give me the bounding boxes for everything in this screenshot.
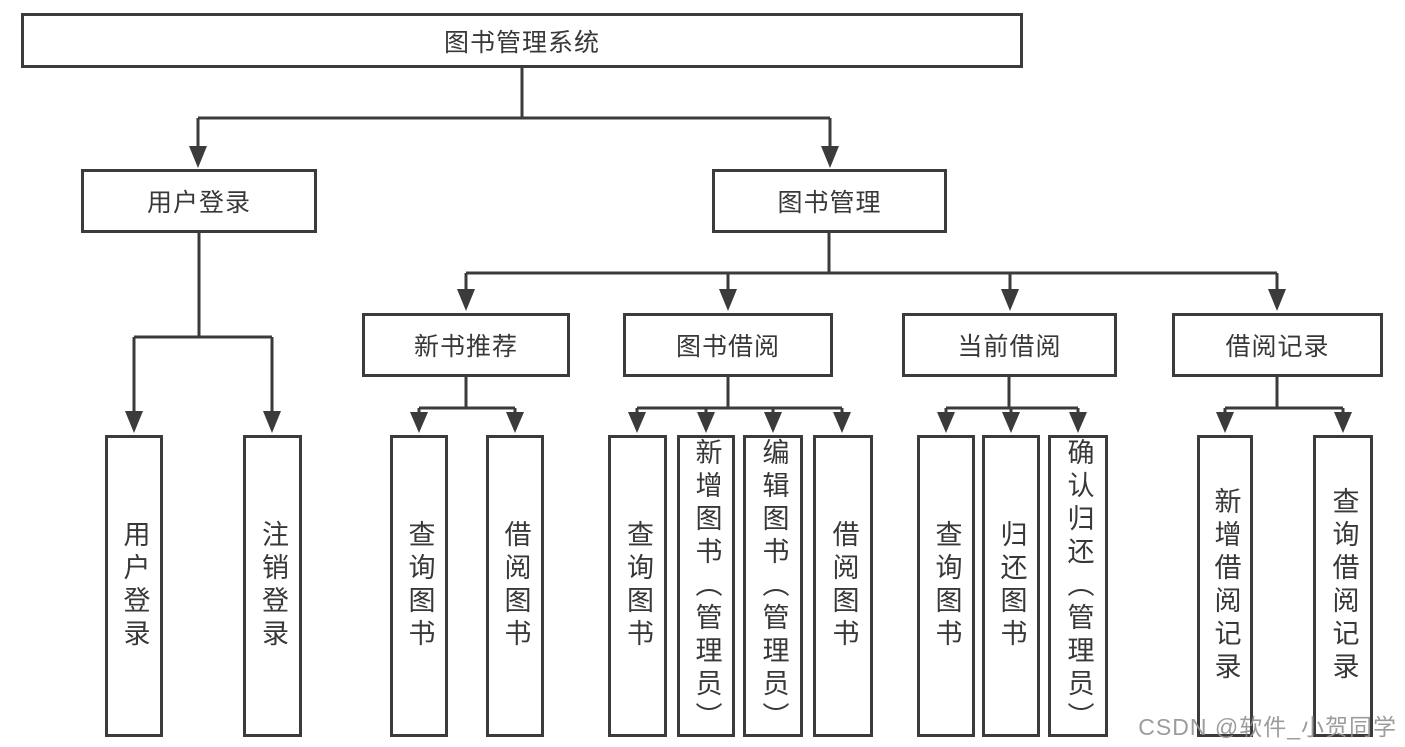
connector-new-book-recommend-branch xyxy=(410,377,524,433)
node-book-borrow: 图书借阅 xyxy=(623,313,833,377)
leaf-label: 确认归还（管理员） xyxy=(1063,437,1094,735)
leaf-label: 新增图书（管理员） xyxy=(691,437,722,735)
node-leaf-user-login: 用户登录 xyxy=(105,435,163,737)
node-user-login: 用户登录 xyxy=(81,169,317,233)
leaf-label: 注销登录 xyxy=(258,520,288,652)
node-leaf-logout: 注销登录 xyxy=(243,435,302,737)
node-root: 图书管理系统 xyxy=(21,13,1023,68)
node-leaf-query-books-borrow: 查询图书 xyxy=(608,435,667,737)
connector-book-borrow-branch xyxy=(628,377,851,433)
connector-current-borrow-branch xyxy=(937,377,1087,433)
leaf-label: 新增借阅记录 xyxy=(1210,487,1241,685)
connector-book-management-branch xyxy=(457,233,1286,311)
leaf-label: 归还图书 xyxy=(996,520,1027,652)
node-borrow-records: 借阅记录 xyxy=(1172,313,1383,377)
leaf-label: 借阅图书 xyxy=(828,520,859,652)
leaf-label: 查询借阅记录 xyxy=(1328,487,1359,685)
node-current-borrow-label: 当前借阅 xyxy=(957,333,1062,361)
node-borrow-records-label: 借阅记录 xyxy=(1225,333,1330,361)
node-leaf-borrow-books: 借阅图书 xyxy=(813,435,873,737)
leaf-label: 借阅图书 xyxy=(500,520,531,652)
node-user-login-label: 用户登录 xyxy=(146,189,251,217)
node-book-management: 图书管理 xyxy=(712,169,947,233)
node-leaf-return-books: 归还图书 xyxy=(982,435,1040,737)
node-new-book-recommend-label: 新书推荐 xyxy=(413,333,518,361)
node-new-book-recommend: 新书推荐 xyxy=(362,313,570,377)
node-leaf-confirm-return-admin: 确认归还（管理员） xyxy=(1048,435,1108,737)
leaf-label: 查询图书 xyxy=(931,520,962,652)
leaf-label: 用户登录 xyxy=(119,520,150,652)
node-leaf-edit-books-admin: 编辑图书（管理员） xyxy=(743,435,803,737)
leaf-label: 编辑图书（管理员） xyxy=(758,437,789,735)
connector-borrow-records-branch xyxy=(1216,377,1352,433)
node-book-borrow-label: 图书借阅 xyxy=(675,333,780,361)
node-leaf-add-borrow-record: 新增借阅记录 xyxy=(1197,435,1253,737)
connector-user-login-branch xyxy=(125,233,281,433)
node-leaf-query-borrow-record: 查询借阅记录 xyxy=(1313,435,1373,737)
node-leaf-borrow-books-recommend: 借阅图书 xyxy=(486,435,544,737)
node-leaf-query-books-recommend: 查询图书 xyxy=(390,435,448,737)
node-current-borrow: 当前借阅 xyxy=(902,313,1117,377)
leaf-label: 查询图书 xyxy=(623,520,653,652)
node-root-label: 图书管理系统 xyxy=(443,28,600,57)
csdn-watermark: CSDN @软件_小贺同学 xyxy=(1138,714,1397,740)
connector-root-to-level2 xyxy=(189,68,839,168)
node-leaf-add-books-admin: 新增图书（管理员） xyxy=(677,435,735,737)
leaf-label: 查询图书 xyxy=(404,520,435,652)
node-leaf-query-books-current: 查询图书 xyxy=(917,435,975,737)
node-book-management-label: 图书管理 xyxy=(777,189,882,217)
